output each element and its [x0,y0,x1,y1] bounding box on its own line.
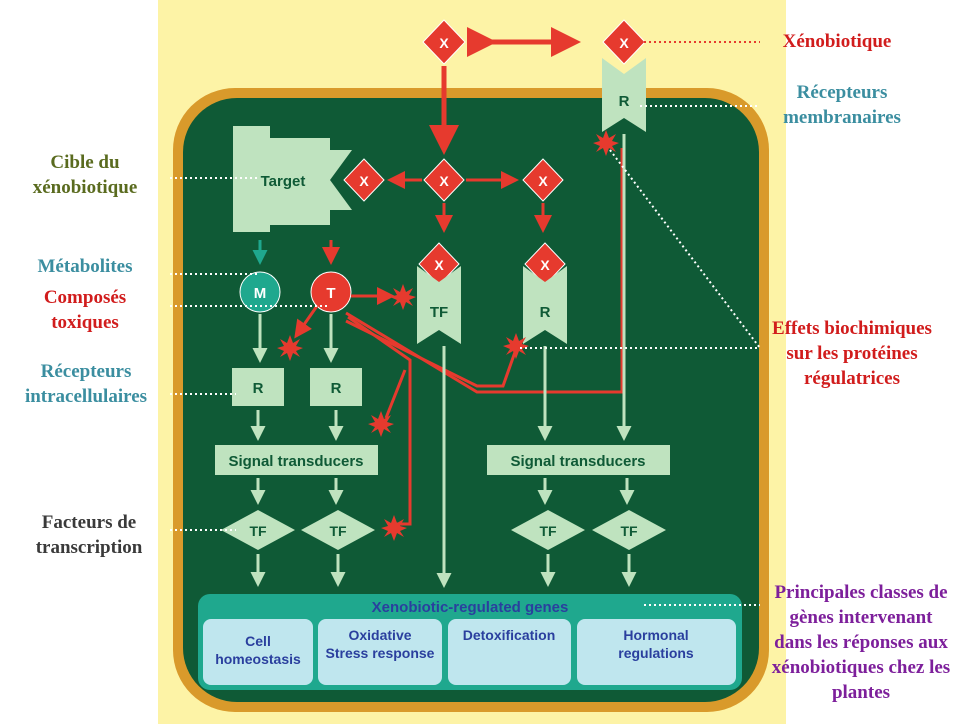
svg-text:R: R [619,93,630,110]
svg-text:Oxidative: Oxidative [348,627,411,643]
label-metabolites: Métabolites [37,256,133,277]
label-composes-toxiques: Composés toxiques [0,285,170,335]
svg-text:R: R [253,380,264,397]
label-recepteurs-membranaires-line2: membranaires [783,107,901,128]
xenobiotic-node-top-right: X [602,19,646,65]
svg-text:X: X [434,257,444,273]
svg-text:R: R [331,380,342,397]
label-principales-classes: Principales classes de gènes intervenant… [752,580,970,705]
label-facteurs-line2: transcription [35,537,143,558]
xenobiotic-node-bound-target: X [343,158,385,202]
metabolite-node: M [239,271,281,313]
label-principales-line4: xénobiotiques chez les [771,657,951,678]
svg-text:TF: TF [430,304,448,321]
svg-text:Cell: Cell [245,633,271,649]
label-facteurs-transcription: Facteurs de transcription [0,510,178,560]
label-principales-line1: Principales classes de [774,582,948,603]
label-composes-line1: Composés [43,287,127,308]
svg-text:TF: TF [329,523,347,539]
svg-text:X: X [439,35,449,51]
label-effets-line1: Effets biochimiques [772,318,932,339]
svg-text:Hormonal: Hormonal [623,627,688,643]
tf-diamond-2: TF [301,510,375,550]
label-recepteurs-membranaires: Récepteurs membranaires [762,80,922,130]
svg-text:TF: TF [249,523,267,539]
label-recepteurs-intra-line2: intracellulaires [24,386,148,407]
svg-text:Target: Target [261,173,306,190]
intracellular-receptor-middle: R [310,368,362,406]
svg-text:regulations: regulations [618,645,694,661]
svg-text:M: M [254,285,267,302]
svg-text:R: R [540,304,551,321]
svg-text:Detoxification: Detoxification [463,627,556,643]
xenobiotic-node-center: X [423,158,465,202]
xenobiotic-node-top-left: X [422,19,466,65]
label-principales-line3: dans les réponses aux [774,632,948,653]
intracellular-receptor-left: R [232,368,284,406]
tf-receptor-center: TF [417,266,461,344]
tf-diamond-1: TF [221,510,295,550]
svg-text:X: X [439,173,449,189]
label-recepteurs-intra-line1: Récepteurs [40,361,132,382]
svg-text:X: X [538,173,548,189]
intracellular-receptor-right: R [523,266,567,344]
signal-transducers-left: Signal transducers [215,445,378,475]
signal-transducers-right: Signal transducers [487,445,670,475]
label-cible-line1: Cible du [50,152,120,173]
label-effets-line2: sur les protéines [786,343,918,364]
label-effets-line3: régulatrices [803,368,900,389]
svg-text:TF: TF [620,523,638,539]
membrane-receptor: R [602,58,646,132]
label-composes-line2: toxiques [51,312,119,333]
label-recepteurs-membranaires-line1: Récepteurs [796,82,888,103]
xenobiotic-target: Target [233,126,352,232]
svg-text:Signal transducers: Signal transducers [510,453,645,470]
svg-text:Signal transducers: Signal transducers [228,453,363,470]
gene-class-cell-homeostasis: Cell homeostasis [203,619,313,685]
svg-text:X: X [359,173,369,189]
gene-class-detoxification: Detoxification [448,619,571,685]
label-recepteurs-intracellulaires: Récepteurs intracellulaires [0,359,172,409]
xenobiotic-node-right: X [522,158,564,202]
svg-text:Xenobiotic-regulated genes: Xenobiotic-regulated genes [372,599,569,616]
svg-text:X: X [619,35,629,51]
label-cible-xenobiotique: Cible du xénobiotique [0,150,170,200]
gene-class-hormonal-regulations: Hormonal regulations [577,619,736,685]
label-xenobiotique: Xénobiotique [782,31,892,52]
label-cible-line2: xénobiotique [32,177,138,198]
label-principales-line5: plantes [831,682,891,703]
gene-class-oxidative-stress: Oxidative Stress response [318,619,442,685]
svg-text:homeostasis: homeostasis [215,651,301,667]
label-facteurs-line1: Facteurs de [41,512,137,533]
svg-text:X: X [540,257,550,273]
svg-text:T: T [326,285,335,302]
svg-text:Stress response: Stress response [326,645,435,661]
label-effets-biochimiques: Effets biochimiques sur les protéines ré… [752,316,952,391]
label-principales-line2: gènes intervenant [789,607,933,628]
tf-diamond-3: TF [511,510,585,550]
tf-diamond-4: TF [592,510,666,550]
svg-text:TF: TF [539,523,557,539]
toxic-compound-node: T [310,271,352,313]
